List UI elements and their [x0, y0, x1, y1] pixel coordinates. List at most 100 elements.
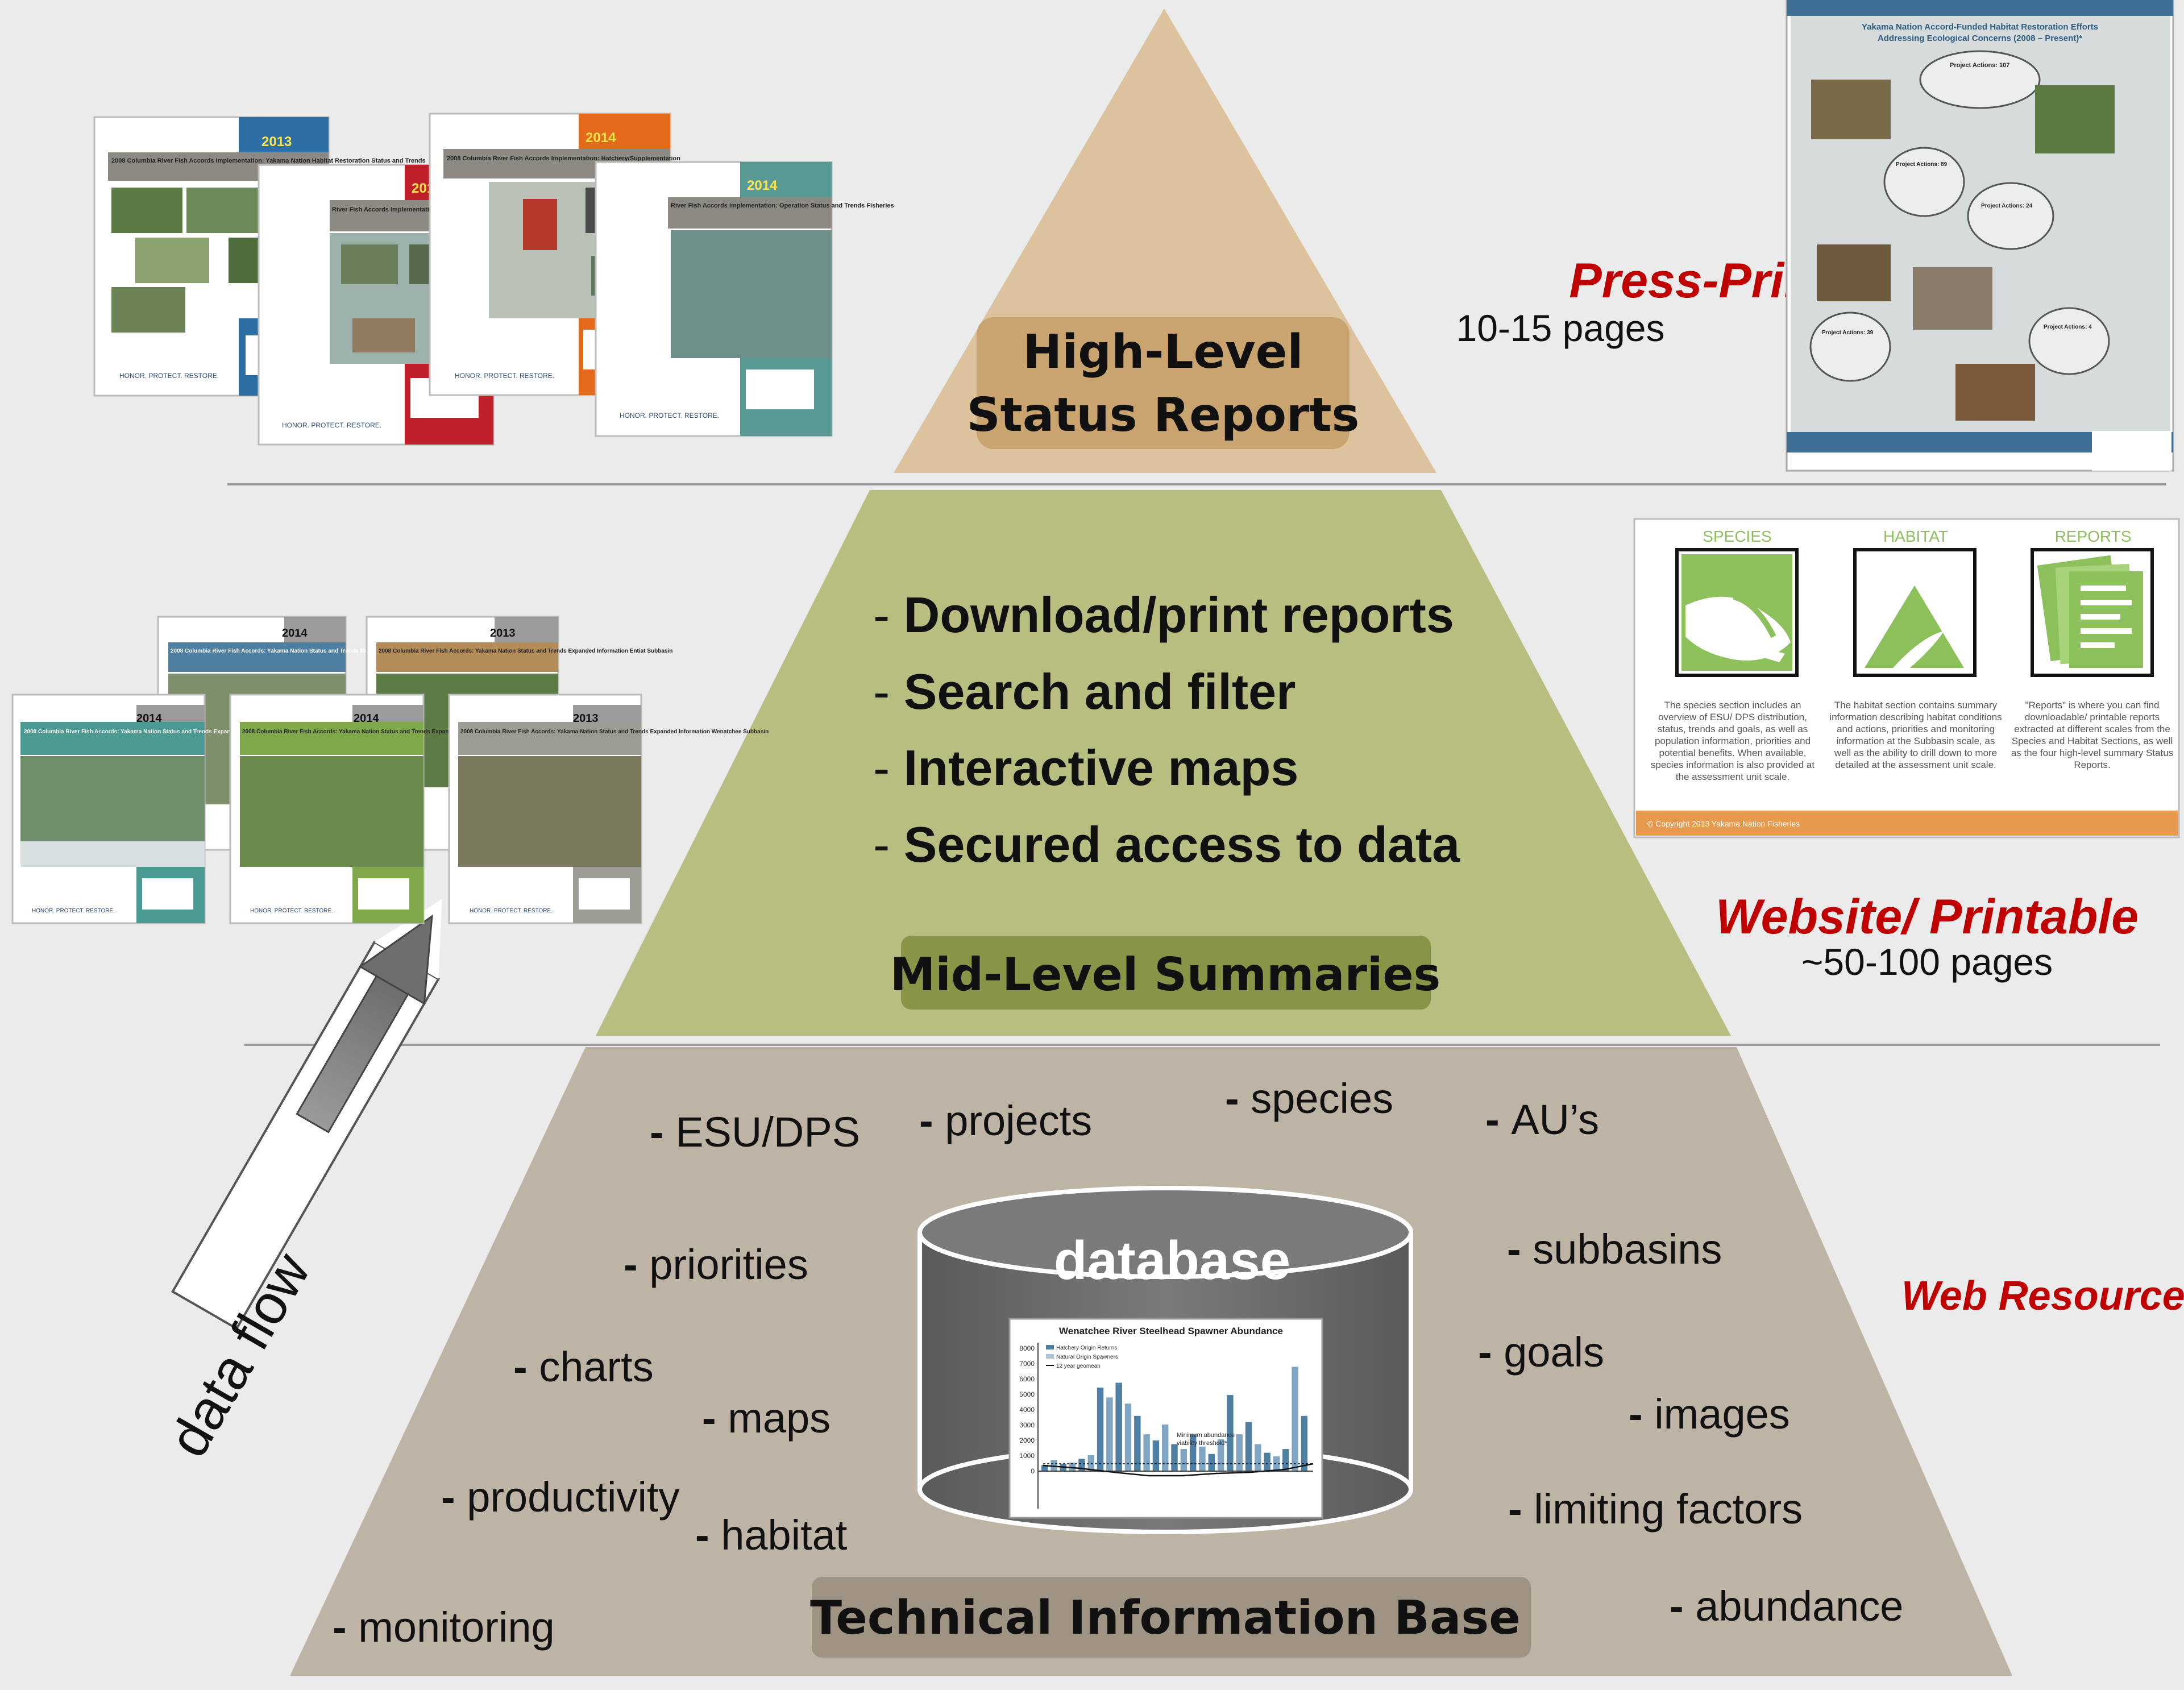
db-chart-bar — [1069, 1462, 1076, 1471]
db-chart-bar — [1041, 1465, 1048, 1471]
report-cover-stack-mid: 2014 2008 Columbia River Fish Accords: Y… — [11, 616, 769, 924]
cover-year: 2013 — [490, 627, 516, 640]
cover-footer: HONOR. PROTECT. RESTORE. — [620, 412, 719, 420]
top-tier-label-line2: Status Reports — [967, 388, 1360, 442]
db-chart-y-tick: 6000 — [1019, 1375, 1035, 1383]
db-chart-bar — [1292, 1367, 1298, 1471]
mid-tier-label: Mid-Level Summaries — [890, 948, 1440, 1001]
mid-tier-label-box — [901, 936, 1431, 1010]
db-chart-bar — [1171, 1444, 1178, 1471]
poster-title-line2: Addressing Ecological Concerns (2008 – P… — [1878, 34, 2082, 43]
db-chart-y-tick: 5000 — [1019, 1390, 1035, 1398]
cover-title: 2008 Columbia River Fish Accords Impleme… — [447, 155, 680, 162]
document-icon — [2031, 548, 2154, 677]
bottom-tier-label: Technical Information Base — [810, 1591, 1521, 1645]
keyword-aus: - AU’s — [1485, 1096, 1599, 1143]
keyword-abundance: - abundance — [1670, 1583, 1903, 1630]
keyword-projects: - projects — [919, 1097, 1092, 1144]
website-text-reports: "Reports" is where you can find download… — [2011, 700, 2174, 770]
db-chart-bar — [1143, 1434, 1150, 1471]
website-text-habitat: The habitat section contains summary inf… — [1829, 700, 2002, 770]
db-chart-bar — [1273, 1456, 1280, 1471]
db-chart-y-tick: 1000 — [1019, 1452, 1035, 1460]
cover-year: 2014 — [282, 627, 308, 640]
keyword-maps: - maps — [702, 1394, 831, 1442]
format-pages-mid: ~50-100 pages — [1801, 941, 2053, 983]
db-chart-bar — [1301, 1415, 1308, 1471]
db-chart-bar — [1180, 1449, 1188, 1471]
format-website-printable: Website/ Printable — [1716, 890, 2139, 944]
db-chart-bar — [1236, 1434, 1243, 1471]
report-cover: 2014 2008 Columbia River Fish Accords: Y… — [11, 694, 369, 924]
keyword-productivity: - productivity — [441, 1473, 679, 1521]
db-chart-bar — [1264, 1452, 1270, 1471]
db-chart-bar — [1106, 1397, 1113, 1471]
db-chart-annotation-1: Minimum abundance — [1177, 1432, 1235, 1439]
db-chart-bar — [1078, 1459, 1085, 1471]
keyword-esu-dps: - ESU/DPS — [650, 1108, 860, 1156]
cover-footer: HONOR. PROTECT. RESTORE. — [119, 372, 219, 380]
pyramid-middle-tier — [596, 490, 1731, 1036]
db-chart-y-tick: 3000 — [1019, 1421, 1035, 1429]
keyword-priorities: - priorities — [624, 1241, 808, 1288]
report-cover-stack-top: 2013 2008 Columbia River Fish Accords Im… — [93, 113, 894, 446]
cover-year: 2014 — [586, 130, 616, 146]
keyword-species: - species — [1225, 1075, 1393, 1122]
website-heading-habitat: HABITAT — [1883, 528, 1948, 545]
cover-year: 2013 — [573, 712, 599, 725]
cover-footer: HONOR. PROTECT. RESTORE. — [455, 372, 554, 380]
db-chart-bar — [1087, 1455, 1094, 1471]
keyword-images: - images — [1629, 1390, 1790, 1438]
website-panel: SPECIES HABITAT REPORTS — [1633, 518, 2180, 838]
data-flow-arrow — [171, 899, 442, 1330]
cover-footer: HONOR. PROTECT. RESTORE. — [32, 908, 115, 914]
mountain-icon — [1853, 548, 1977, 677]
poster-project-actions: Project Actions: 89 — [1896, 161, 1948, 168]
feature-item: - Search and filter — [873, 663, 1296, 720]
keyword-monitoring: - monitoring — [333, 1604, 555, 1651]
db-chart-bar — [1255, 1444, 1261, 1471]
cover-year: 2014 — [136, 712, 162, 725]
cover-title: River Fish Accords Implementation: Opera… — [671, 202, 894, 209]
fish-icon — [1675, 548, 1799, 677]
keyword-habitat: - habitat — [695, 1512, 848, 1559]
website-copyright: © Copyright 2013 Yakama Nation Fisheries — [1647, 819, 1800, 828]
keyword-limiting-factors: - limiting factors — [1508, 1485, 1803, 1533]
feature-item: - Download/print reports — [873, 587, 1454, 643]
report-cover: 2014 2008 Columbia River Fish Accords: Y… — [229, 694, 542, 924]
db-chart-y-tick: 2000 — [1019, 1436, 1035, 1444]
report-cover: 2014 River Fish Accords Implementation: … — [595, 161, 894, 437]
database-label: database — [1054, 1230, 1290, 1291]
feature-item: - Secured access to data — [873, 816, 1460, 873]
format-web-resource: Web Resource — [1901, 1273, 2184, 1319]
poster-project-actions: Project Actions: 24 — [1981, 203, 2033, 209]
db-chart-bar — [1282, 1449, 1289, 1471]
db-chart-bar — [1162, 1424, 1169, 1471]
db-chart-y-tick: 0 — [1031, 1467, 1035, 1475]
poster-title-line1: Yakama Nation Accord-Funded Habitat Rest… — [1862, 22, 2098, 32]
cover-footer: HONOR. PROTECT. RESTORE. — [250, 908, 333, 914]
cover-title: 2008 Columbia River Fish Accords: Yakama… — [171, 648, 468, 654]
database-chart: Wenatchee River Steelhead Spawner Abunda… — [1008, 1318, 1323, 1519]
report-cover: 2013 2008 Columbia River Fish Accords: Y… — [448, 694, 769, 924]
feature-item: - Interactive maps — [873, 740, 1298, 796]
website-heading-reports: REPORTS — [2055, 528, 2132, 545]
website-text-species: The species section includes an overview… — [1650, 700, 1815, 782]
db-chart-legend-2: Natural Origin Spawners — [1056, 1354, 1118, 1360]
db-chart-title: Wenatchee River Steelhead Spawner Abunda… — [1059, 1326, 1283, 1336]
db-chart-bar — [1217, 1439, 1224, 1471]
poster-project-actions: Project Actions: 107 — [1950, 62, 2009, 69]
db-chart-bar — [1115, 1382, 1122, 1471]
cover-year: 2014 — [354, 712, 379, 725]
bottom-tier-label-box — [812, 1577, 1531, 1658]
keyword-charts: - charts — [513, 1343, 654, 1390]
cover-footer: HONOR. PROTECT. RESTORE. — [470, 908, 553, 914]
db-chart-bar — [1134, 1415, 1141, 1471]
db-chart-bar — [1124, 1404, 1132, 1471]
db-chart-bar — [1208, 1454, 1215, 1471]
db-chart-y-tick: 4000 — [1019, 1406, 1035, 1414]
db-chart-bar — [1245, 1422, 1252, 1471]
db-chart-bar — [1152, 1440, 1160, 1471]
db-chart-bar — [1199, 1446, 1206, 1471]
